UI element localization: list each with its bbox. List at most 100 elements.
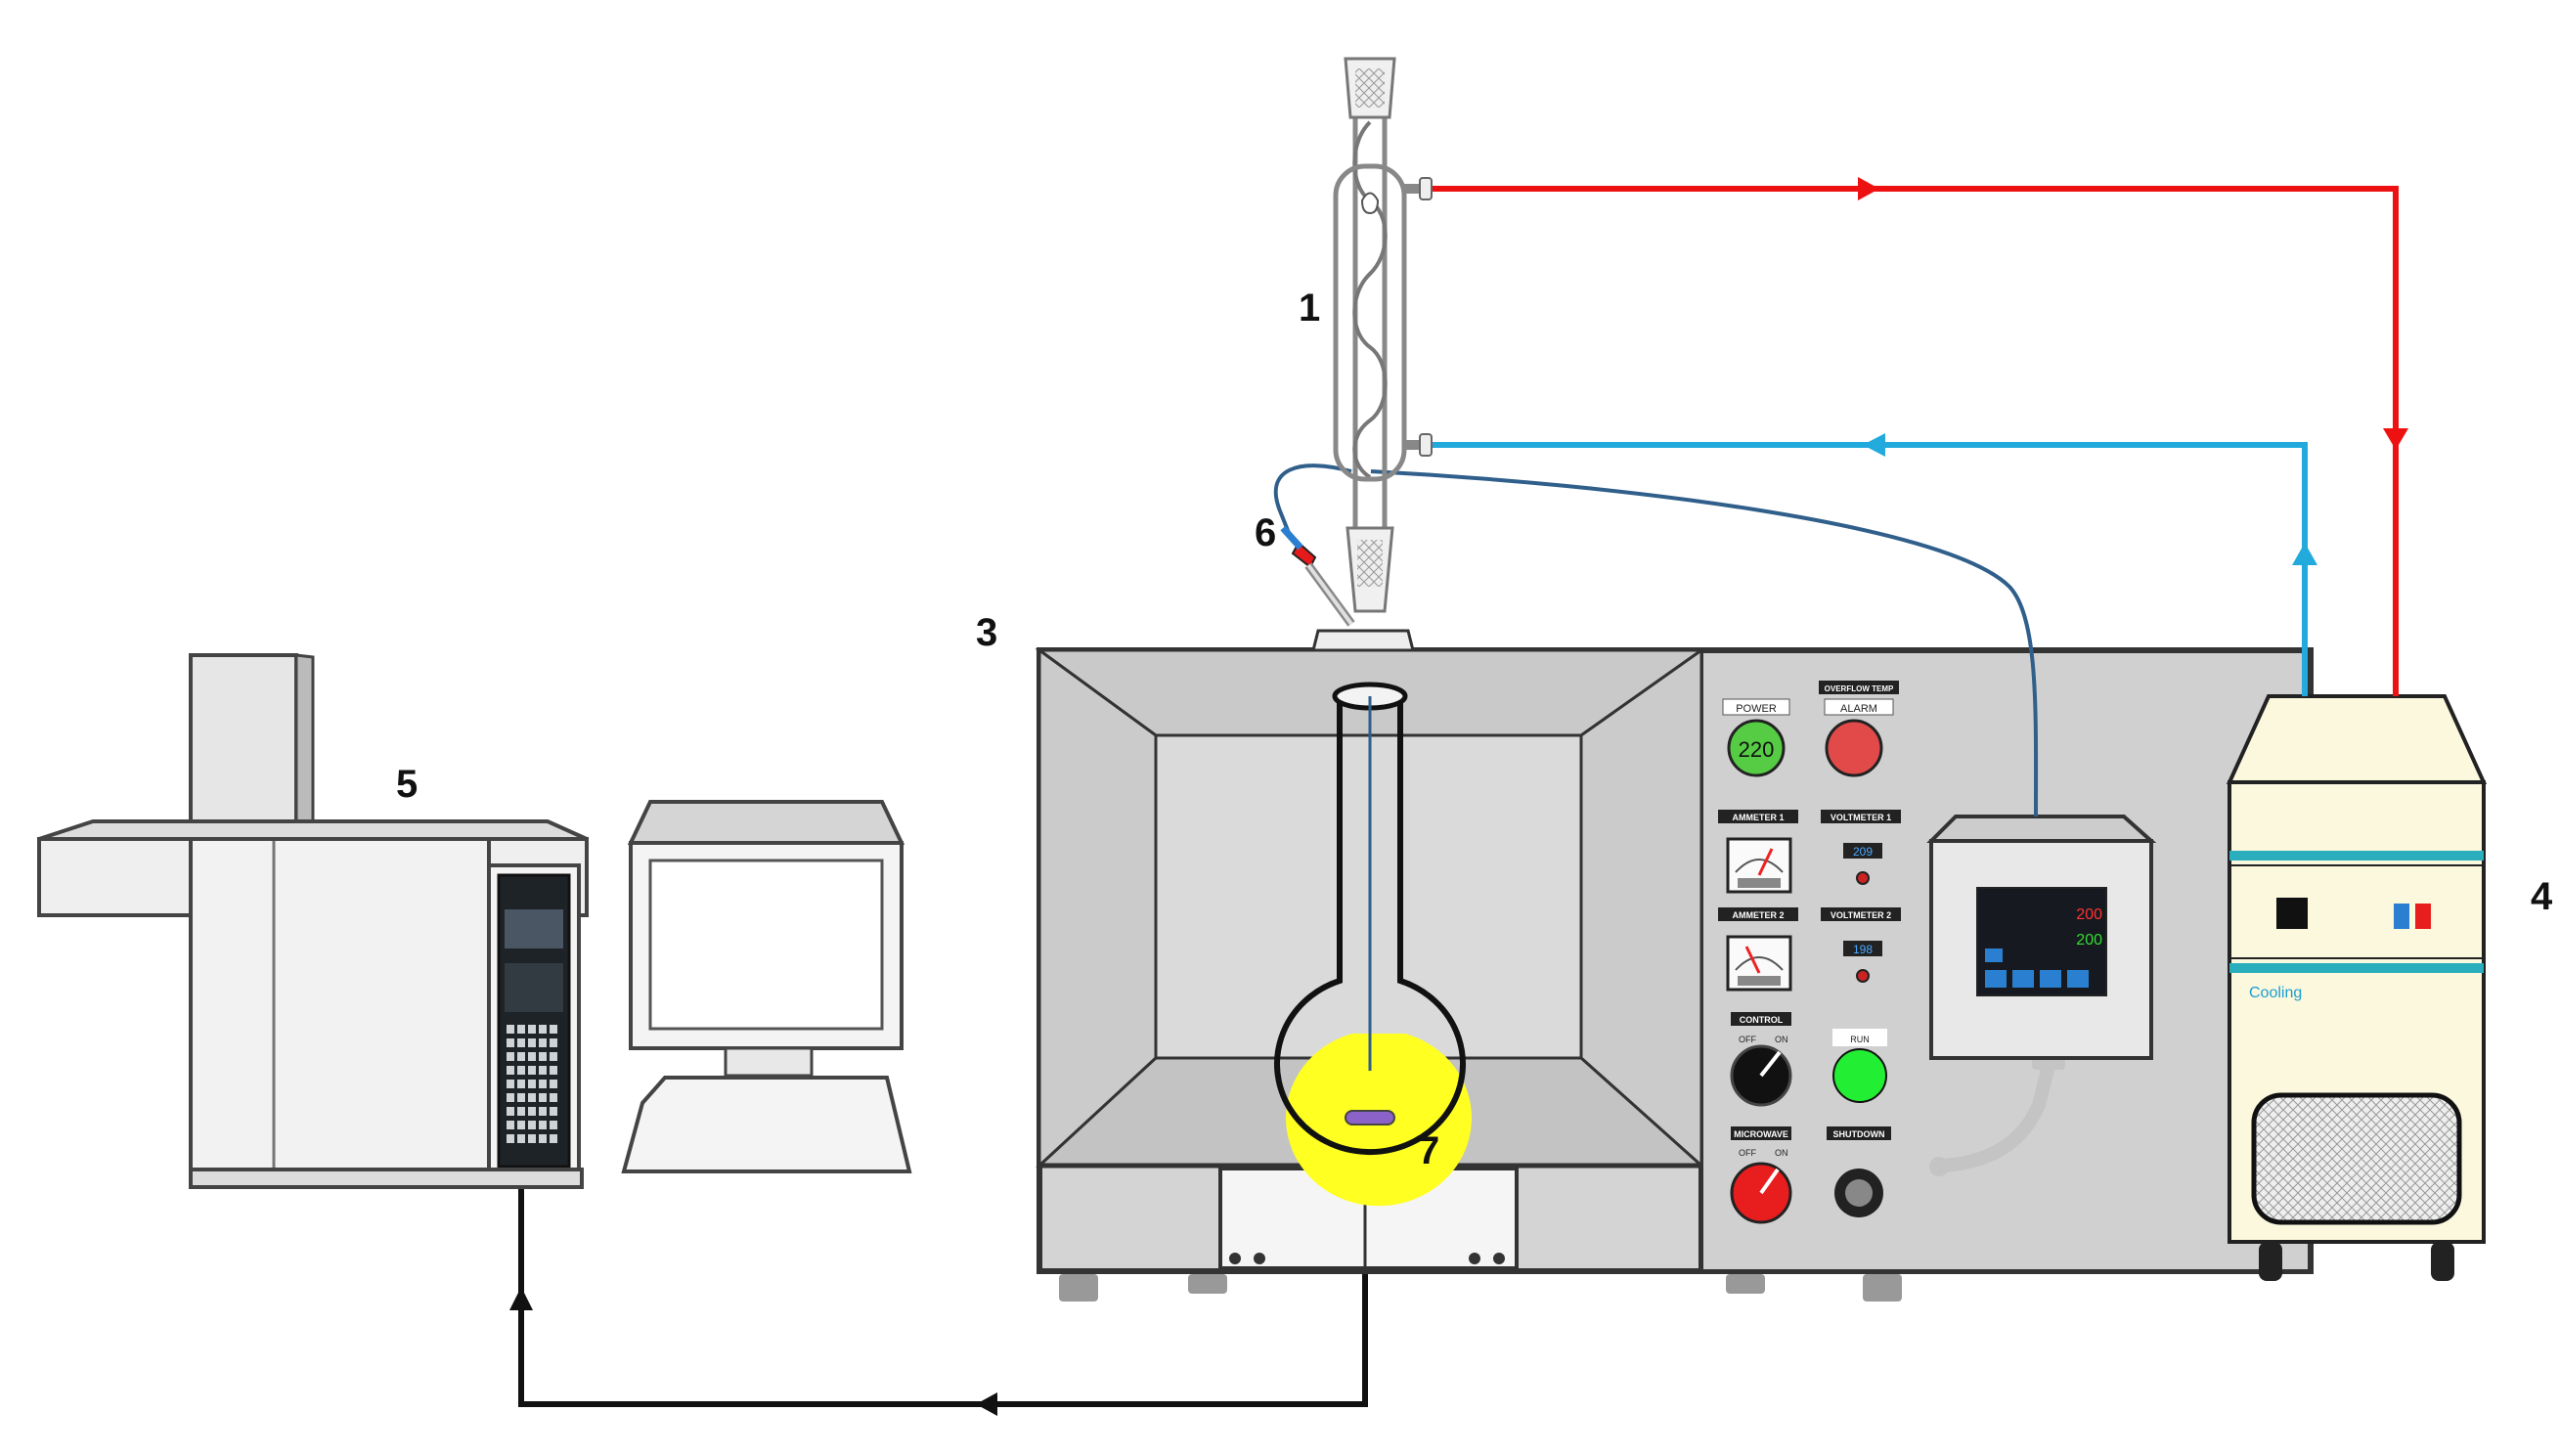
gc-display — [505, 909, 563, 949]
condenser-drop — [1360, 192, 1380, 215]
gc-key — [528, 1025, 536, 1034]
gc-key — [528, 1107, 536, 1116]
voltmeter2-label: VOLTMETER 2 — [1831, 910, 1891, 920]
voltmeter2-value: 198 — [1853, 943, 1873, 956]
oven-foot — [1726, 1274, 1765, 1294]
controller-cable — [1934, 1059, 2055, 1172]
round-bottom-flask — [1274, 682, 1473, 1207]
gc-key — [539, 1025, 547, 1034]
alarm-label: ALARM — [1840, 703, 1877, 715]
shutdown-label: SHUTDOWN — [1833, 1129, 1885, 1139]
keyboard — [621, 1076, 912, 1173]
svg-text:ON: ON — [1775, 1035, 1788, 1044]
voltmeter1-label: VOLTMETER 1 — [1831, 813, 1891, 822]
gc-key — [507, 1121, 514, 1129]
gc-key — [507, 1080, 514, 1088]
gc-key — [528, 1038, 536, 1047]
label-oven: 3 — [976, 611, 997, 654]
control-label: CONTROL — [1740, 1015, 1784, 1025]
cold-supply-line — [1416, 442, 2308, 696]
gc-deck-top-face — [38, 819, 588, 841]
gc-key — [507, 1093, 514, 1102]
gc-key — [550, 1038, 557, 1047]
arrow-left-blue — [1863, 433, 1885, 457]
overflow-temp-label: OVERFLOW TEMP — [1825, 684, 1894, 693]
label-gc: 5 — [396, 763, 418, 806]
controller-button[interactable] — [2040, 970, 2061, 988]
power-indicator — [1727, 719, 1786, 777]
svg-text:ON: ON — [1775, 1148, 1788, 1158]
gc-key — [507, 1052, 514, 1061]
gc-key — [517, 1093, 525, 1102]
gc-key — [517, 1025, 525, 1034]
label-chiller: 4 — [2531, 875, 2553, 918]
alarm-lamp — [1825, 719, 1883, 777]
gc-key — [507, 1025, 514, 1034]
gc-key — [507, 1134, 514, 1143]
gc-keypad — [507, 1025, 557, 1143]
controller-sv: 200 — [2076, 932, 2102, 949]
svg-text:OFF: OFF — [1739, 1035, 1756, 1044]
label-thermocouple: 6 — [1255, 511, 1276, 554]
gc-key — [550, 1025, 557, 1034]
arrow-up-gc — [509, 1287, 533, 1310]
ammeter1-needle — [1757, 848, 1774, 876]
controller-button[interactable] — [2067, 970, 2089, 988]
thermocouple-wire-probe — [1273, 463, 1352, 534]
gc-key — [539, 1134, 547, 1143]
gc-key — [539, 1093, 547, 1102]
hot-return-line — [1416, 186, 2399, 696]
gc-key — [550, 1052, 557, 1061]
controller-button[interactable] — [2012, 970, 2034, 988]
monitor-screen — [648, 859, 884, 1031]
chiller-vent — [2251, 1092, 2462, 1225]
chiller-switch[interactable] — [2276, 898, 2308, 929]
condenser-coil — [1352, 120, 1388, 479]
arrow-left-bottom — [976, 1392, 997, 1416]
gc-key — [539, 1107, 547, 1116]
chiller-wheel — [2259, 1242, 2282, 1281]
gas-chromatograph — [37, 653, 589, 1189]
gc-key — [517, 1134, 525, 1143]
gc-key — [550, 1093, 557, 1102]
gc-key — [550, 1107, 557, 1116]
gc-key — [507, 1038, 514, 1047]
gc-key — [528, 1134, 536, 1143]
thermocouple-wire-controller — [1370, 469, 2039, 817]
controller-pv: 200 — [2076, 906, 2102, 923]
gc-key — [539, 1052, 547, 1061]
gc-key — [528, 1121, 536, 1129]
oven-foot — [1188, 1274, 1227, 1294]
run-button[interactable] — [1832, 1048, 1887, 1103]
gc-key — [517, 1121, 525, 1129]
oven-foot — [1059, 1274, 1098, 1302]
gc-oven-body — [189, 837, 491, 1173]
gc-key — [517, 1107, 525, 1116]
gc-key — [528, 1066, 536, 1075]
cooling-lines — [1416, 177, 2408, 696]
gc-key — [550, 1066, 557, 1075]
chiller: Cooling — [2226, 694, 2488, 1281]
gc-key — [507, 1107, 514, 1116]
stir-bar — [1345, 1110, 1395, 1125]
controller-button[interactable] — [1985, 970, 2007, 988]
arrow-up-blue — [2292, 543, 2317, 565]
monitor-stand — [724, 1046, 814, 1078]
gc-key — [528, 1080, 536, 1088]
power-value: 220 — [1739, 737, 1775, 762]
gc-key — [550, 1121, 557, 1129]
voltmeter1-value: 209 — [1853, 845, 1873, 859]
gc-key — [517, 1052, 525, 1061]
condenser-jacket — [1333, 163, 1407, 482]
reflux-condenser — [1333, 57, 1433, 613]
arrow-down-red — [2383, 428, 2408, 450]
svg-text:OFF: OFF — [1739, 1148, 1756, 1158]
gc-key — [507, 1066, 514, 1075]
chiller-cold-indicator — [2394, 904, 2409, 929]
gc-key — [517, 1080, 525, 1088]
gc-key — [550, 1134, 557, 1143]
oven-foot — [1863, 1274, 1902, 1302]
gc-key — [539, 1038, 547, 1047]
